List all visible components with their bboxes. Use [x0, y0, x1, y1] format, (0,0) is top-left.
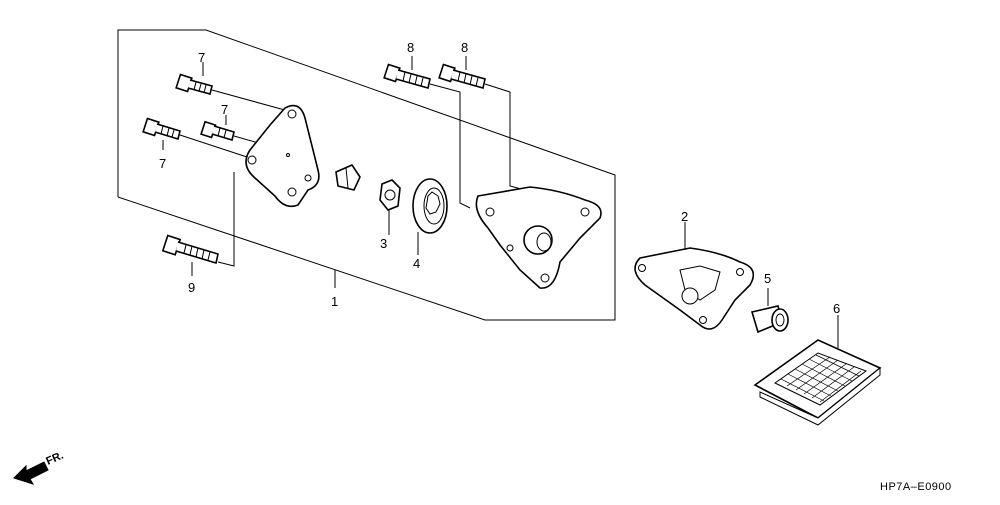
front-direction-label: FR.	[44, 450, 65, 468]
callout-5: 5	[764, 271, 771, 286]
callout-2: 2	[681, 209, 688, 224]
pump-body	[475, 186, 602, 289]
front-direction-arrow-icon	[13, 461, 49, 485]
callout-6: 6	[833, 301, 840, 316]
bolt-8-right	[438, 63, 526, 191]
assembly-outline	[117, 29, 616, 321]
callout-8-left: 8	[407, 40, 414, 55]
callout-7-middle: 7	[221, 102, 228, 117]
oil-screen-6	[753, 315, 882, 426]
diagram-code: HP7A–E0900	[880, 481, 952, 493]
pump-cover-plate	[245, 104, 320, 208]
callout-7-top: 7	[198, 50, 205, 65]
bolt-9	[161, 172, 235, 267]
screen-mesh	[780, 354, 862, 403]
shaft	[335, 163, 361, 191]
callout-7-left: 7	[159, 156, 166, 171]
callout-1: 1	[331, 294, 338, 309]
callout-4: 4	[413, 256, 420, 271]
callout-3: 3	[380, 236, 387, 251]
callout-9: 9	[188, 280, 195, 295]
collar-5	[750, 288, 789, 334]
outer-rotor-4	[412, 178, 448, 255]
bolt-7-left	[142, 117, 251, 159]
bolt-7-middle	[200, 120, 291, 153]
inner-rotor-3	[379, 179, 401, 235]
bolt-8-left	[383, 63, 471, 209]
callout-8-right: 8	[461, 40, 468, 55]
gasket-2	[634, 222, 755, 330]
bolt-7-top	[175, 73, 293, 113]
